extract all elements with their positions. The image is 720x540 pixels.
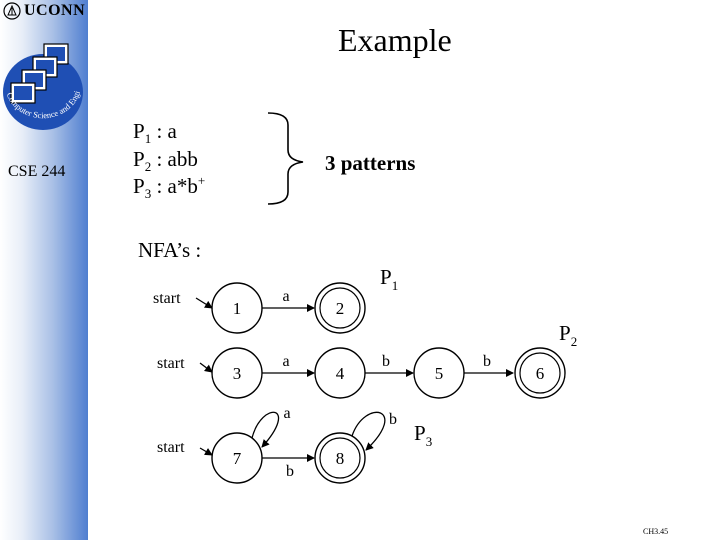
edge-3-4-label: a [282, 353, 289, 370]
department-logo: Computer Science and Engineering [0, 30, 83, 130]
state-6-label: 6 [536, 364, 545, 383]
course-code: CSE 244 [8, 163, 66, 180]
slide-title: Example [338, 22, 452, 58]
edge-5-6-label: b [483, 353, 491, 370]
loop-7-label: a [283, 405, 290, 422]
start-arrow-p3 [199, 447, 213, 456]
start-label-p1: start [153, 290, 181, 307]
loop-7 [251, 411, 280, 448]
state-8-label: 8 [336, 449, 345, 468]
start-arrow-p2 [199, 362, 213, 373]
brand-name: UCONN [24, 2, 86, 19]
state-8 [314, 432, 366, 484]
state-2 [314, 282, 366, 334]
state-4-label: 4 [336, 364, 345, 383]
university-seal-icon [3, 2, 21, 20]
p1-label: P1 [380, 265, 398, 293]
stacked-windows-icon [10, 43, 69, 104]
pattern-p3: P3 : a*b+ [133, 173, 206, 202]
pattern-p2: P2 : abb [133, 147, 198, 175]
pattern-p1: P1 : a [133, 119, 177, 147]
state-7-label: 7 [233, 449, 242, 468]
nfa-heading: NFA’s : [138, 238, 202, 262]
edge-1-2-label: a [282, 288, 289, 305]
loop-8 [351, 411, 386, 451]
edge-4-5-label: b [382, 353, 390, 370]
slide-number: CH3.45 [643, 527, 669, 536]
state-5-label: 5 [435, 364, 444, 383]
state-3-label: 3 [233, 364, 242, 383]
state-2-label: 2 [336, 299, 345, 318]
edge-7-8-label: b [286, 463, 294, 480]
start-label-p3: start [157, 439, 185, 456]
state-1-label: 1 [233, 299, 242, 318]
p2-label: P2 [559, 321, 577, 349]
state-6-accept-ring [519, 352, 561, 394]
p3-label: P3 [414, 421, 432, 449]
state-8-accept-ring [319, 437, 361, 479]
state-6 [514, 347, 566, 399]
patterns-label: 3 patterns [325, 151, 416, 175]
start-arrow-p1 [195, 297, 213, 309]
start-label-p2: start [157, 355, 185, 372]
brand: UCONN [3, 2, 85, 20]
loop-8-label: b [389, 411, 397, 428]
state-2-accept-ring [319, 287, 361, 329]
